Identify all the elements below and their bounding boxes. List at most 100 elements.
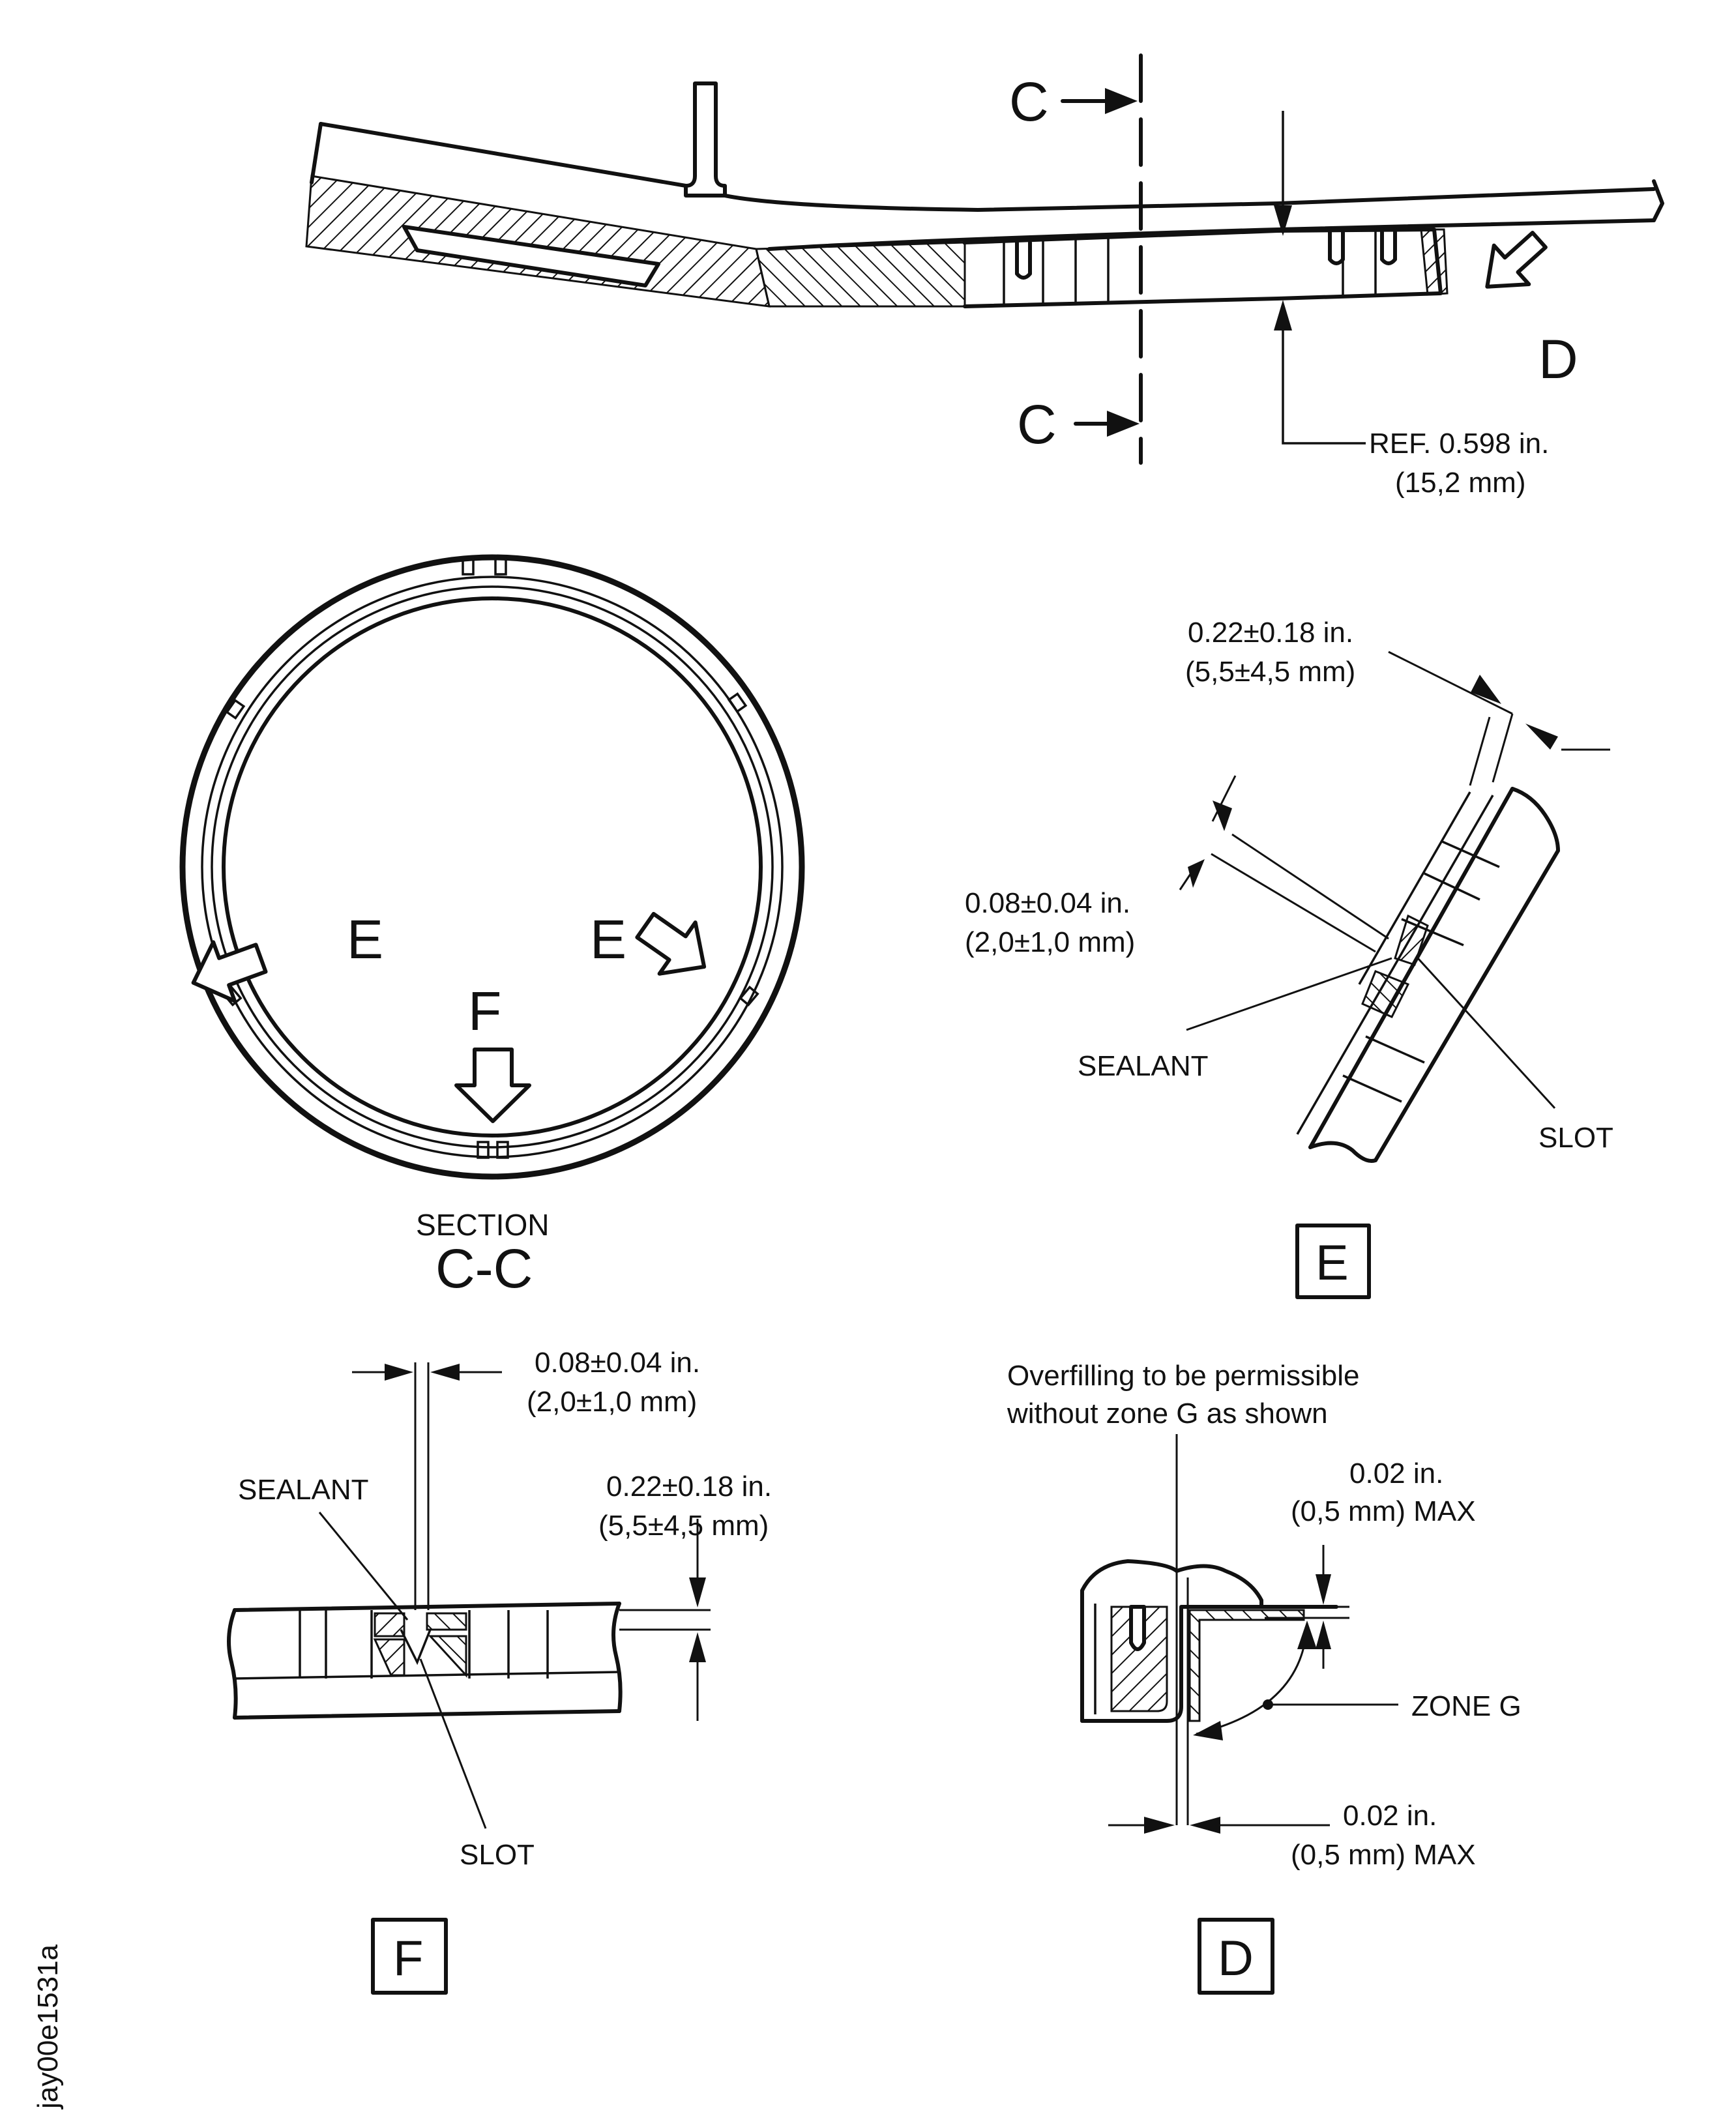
detail-d-top-dim-mm: (0,5 mm) MAX bbox=[1291, 1495, 1476, 1527]
detail-d-skin-outline bbox=[1080, 1559, 1338, 1723]
detail-e-slot-leader bbox=[1417, 957, 1556, 1109]
detail-d-sealant-section bbox=[1110, 1606, 1168, 1712]
detail-e-dim2-arrow-a bbox=[1213, 800, 1232, 831]
detail-e-dim2-arrow-b bbox=[1188, 859, 1205, 888]
section-arrow-bottom-head bbox=[1107, 411, 1140, 437]
detail-f-view: 0.08±0.04 in. (2,0±1,0 mm) 0.22±0.18 in.… bbox=[227, 1347, 772, 1995]
detail-d-title-box bbox=[1198, 1918, 1274, 1995]
section-caption: SECTION bbox=[416, 1208, 549, 1242]
detail-d-top-dim-inch: 0.02 in. bbox=[1349, 1458, 1443, 1489]
detail-e-break-top bbox=[1510, 787, 1560, 853]
detail-d-top-dim-arrow-b bbox=[1316, 1621, 1331, 1649]
detail-e-dim1-arrow-b bbox=[1525, 724, 1558, 750]
view-arrow-e-left-icon bbox=[191, 940, 268, 1003]
detail-f-title: F bbox=[393, 1931, 423, 1986]
detail-f-panel-edges bbox=[233, 1602, 621, 1720]
detail-d-reference-lines bbox=[1175, 1434, 1189, 1825]
detail-d-top-dim-extension bbox=[1261, 1606, 1349, 1619]
detail-e-inner-lines bbox=[1296, 791, 1494, 1135]
ring-mid-circle-1 bbox=[201, 576, 784, 1158]
detail-e-dim1-mm: (5,5±4,5 mm) bbox=[1185, 656, 1355, 688]
detail-d-bot-dim-arrow-a bbox=[1144, 1817, 1175, 1834]
ref-dim-top-arrowhead bbox=[1274, 205, 1292, 236]
detail-e-dim2-mm: (2,0±1,0 mm) bbox=[965, 926, 1135, 958]
view-label-e-right: E bbox=[590, 909, 626, 970]
detail-d-zone-arc-arrow-b bbox=[1193, 1721, 1223, 1740]
detail-f-slot-label: SLOT bbox=[460, 1839, 535, 1871]
detail-f-dim2-arrow-a bbox=[689, 1577, 706, 1607]
detail-f-cell-lines bbox=[299, 1610, 549, 1679]
skin-left-edge bbox=[310, 122, 323, 184]
view-arrow-e-right-icon bbox=[635, 911, 707, 976]
embedded-cavity bbox=[402, 225, 660, 287]
detail-f-slot bbox=[400, 1629, 432, 1665]
detail-e-dim2-inch: 0.08±0.04 in. bbox=[965, 887, 1130, 919]
view-label-f: F bbox=[468, 980, 501, 1042]
ref-dim-bottom-arrowhead bbox=[1274, 300, 1292, 330]
detail-e-dim2-leader bbox=[1179, 775, 1237, 890]
detail-e-sealant-fill-2 bbox=[1361, 970, 1410, 1018]
section-marker-top: C bbox=[1009, 71, 1049, 132]
detail-d-title: D bbox=[1218, 1931, 1254, 1986]
detail-f-sealant-left bbox=[373, 1612, 405, 1677]
detail-f-dim2-inch: 0.22±0.18 in. bbox=[606, 1471, 772, 1503]
section-name: C-C bbox=[435, 1238, 533, 1299]
section-marker-bottom: C bbox=[1017, 394, 1057, 455]
detail-d-view: Overfilling to be permissible without zo… bbox=[1007, 1360, 1522, 1995]
detail-d-note-line2: without zone G as shown bbox=[1007, 1398, 1328, 1430]
ring-mid-circle-2 bbox=[211, 585, 774, 1149]
detail-d-bot-dim-arrow-b bbox=[1190, 1817, 1220, 1834]
detail-d-bot-dim-mm: (0,5 mm) MAX bbox=[1291, 1839, 1476, 1871]
detail-e-view: 0.22±0.18 in. (5,5±4,5 mm) 0.08±0.04 in.… bbox=[965, 617, 1613, 1299]
skin-right-break bbox=[1652, 179, 1664, 222]
ref-dim-leader bbox=[1282, 306, 1366, 445]
detail-d-ring-outline bbox=[1080, 1605, 1263, 1723]
figure-id: jay00e1531a bbox=[32, 1944, 64, 2110]
detail-d-slot bbox=[1129, 1605, 1146, 1651]
detail-e-slot-label: SLOT bbox=[1538, 1122, 1613, 1154]
detail-e-sealant-leader bbox=[1186, 957, 1392, 1031]
detail-f-slot-leader bbox=[419, 1658, 487, 1829]
ring-slot-lines bbox=[1003, 229, 1377, 305]
ring-outer-circle bbox=[179, 554, 805, 1180]
ref-dim-inch: REF. 0.598 in. bbox=[1369, 428, 1549, 460]
view-arrow-d-icon bbox=[1485, 231, 1548, 289]
detail-f-title-box bbox=[371, 1918, 448, 1995]
detail-e-cell-lines bbox=[1342, 840, 1500, 1103]
ring-end-lip bbox=[1420, 228, 1449, 296]
detail-d-note-line1: Overfilling to be permissible bbox=[1007, 1360, 1359, 1392]
ref-dim-mm: (15,2 mm) bbox=[1395, 467, 1525, 499]
detail-f-sealant-right bbox=[426, 1612, 467, 1678]
detail-f-dim1-mm: (2,0±1,0 mm) bbox=[527, 1386, 697, 1418]
section-cc-view: E E F SECTION C-C bbox=[179, 554, 805, 1299]
detail-e-sealant-fill bbox=[1394, 914, 1429, 966]
detail-e-break-bottom bbox=[1308, 1141, 1377, 1163]
skin-top-line bbox=[319, 122, 1656, 212]
detail-e-sealant-label: SEALANT bbox=[1078, 1050, 1209, 1082]
detail-e-title-box bbox=[1295, 1224, 1371, 1299]
detail-f-dim2-arrow-b bbox=[689, 1632, 706, 1662]
detail-e-panel-edges bbox=[1308, 787, 1560, 1162]
detail-f-dim1-arrow-b bbox=[430, 1364, 460, 1381]
ring-body bbox=[963, 227, 1443, 308]
detail-f-break-right bbox=[611, 1602, 623, 1713]
detail-e-dim1-inch: 0.22±0.18 in. bbox=[1188, 617, 1353, 649]
detail-d-zone-arc bbox=[1196, 1622, 1308, 1735]
detail-f-dim2-mm: (5,5±4,5 mm) bbox=[598, 1510, 769, 1542]
detail-e-dim1-leader bbox=[1388, 651, 1610, 751]
main-side-view: C C REF. 0.598 in. (15,2 mm) D bbox=[305, 53, 1664, 499]
slot-notches bbox=[1015, 227, 1397, 280]
view-arrow-f-icon bbox=[454, 1048, 531, 1123]
detail-f-break-left bbox=[227, 1608, 238, 1720]
detail-e-dim1-arrow-a bbox=[1471, 675, 1501, 704]
section-arrow-top-head bbox=[1105, 88, 1138, 114]
view-label-e-left: E bbox=[347, 909, 383, 970]
hatched-section-middle bbox=[755, 241, 966, 308]
detail-e-dim1-extension bbox=[1469, 713, 1514, 786]
detail-e-title: E bbox=[1316, 1235, 1349, 1291]
detail-f-dim2-extension bbox=[619, 1609, 711, 1631]
detail-f-sealant-leader bbox=[318, 1512, 409, 1621]
detail-f-dim1-arrow-a bbox=[385, 1364, 413, 1381]
fin-outline bbox=[684, 81, 727, 198]
detail-e-dim2-extension bbox=[1211, 833, 1389, 953]
